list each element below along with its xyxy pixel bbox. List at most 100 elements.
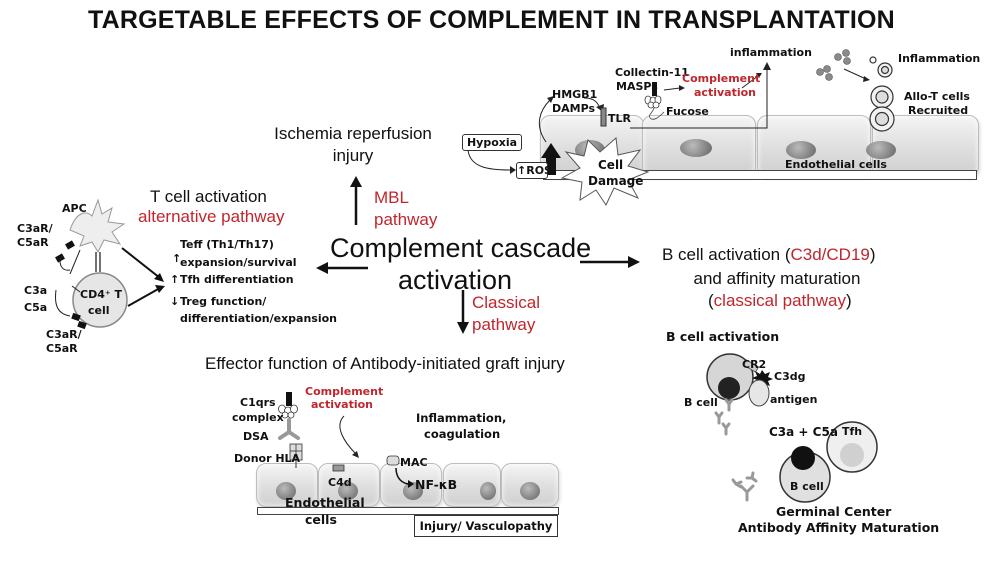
- mbl-pathway-label-1: MBL: [374, 188, 409, 207]
- hmgb1-label: HMGB1: [552, 88, 598, 101]
- paren: ): [869, 245, 876, 264]
- c4d-icon: [332, 464, 345, 472]
- antigen-label: antigen: [770, 393, 818, 406]
- cell-damage-label-2: Damage: [588, 174, 644, 188]
- dsa-label: DSA: [243, 430, 269, 443]
- ros-up-arrow: ↑: [517, 164, 527, 177]
- nucleus: [786, 141, 816, 159]
- b-cell-heading-1: B cell activation (C3d/CD19): [662, 244, 876, 266]
- nucleus: [338, 482, 358, 500]
- b-cell-germinal-label: B cell: [790, 480, 824, 493]
- complement-activation-label-2: activation: [694, 86, 756, 99]
- allo-t-cells-label-2: Recruited: [908, 104, 969, 117]
- effect-line: Tfh differentiation: [180, 273, 294, 286]
- cd4-t-cell: [72, 272, 128, 328]
- paren: ): [845, 291, 852, 310]
- complement-activation-label-1: Complement: [682, 72, 761, 85]
- c3d-cd19-label: C3d/CD19: [790, 245, 870, 264]
- tlr-to-inflammation-line: [630, 68, 768, 129]
- fucose-label: Fucose: [666, 105, 709, 118]
- ros-box: ↑ROS: [516, 162, 552, 179]
- b-cell-heading-text: B cell activation (: [662, 245, 791, 264]
- tcell-to-effects-arrow: [127, 287, 161, 307]
- c3a-label: C3a: [24, 284, 48, 297]
- b-cell-heading-2: and affinity maturation: [693, 269, 861, 288]
- nucleus: [520, 482, 540, 500]
- hypoxia-box: Hypoxia: [462, 134, 522, 151]
- complement-activation-label-1: Complement: [305, 385, 384, 398]
- effect-arrow: ↑: [172, 252, 182, 265]
- ischemia-heading-2: injury: [332, 146, 374, 165]
- hypoxia-arrow: [467, 149, 511, 171]
- cell-damage-label-1: Cell: [598, 158, 624, 172]
- cr2-label: CR2: [742, 358, 767, 371]
- nucleus: [480, 482, 496, 500]
- c3ar-top-label: C3aR/: [17, 222, 53, 235]
- nucleus: [680, 139, 712, 157]
- ros-label: ROS: [526, 164, 552, 177]
- mac-label: MAC: [400, 456, 428, 469]
- ischemia-heading-1: Ischemia reperfusion: [274, 124, 432, 143]
- classical-pathway-label-2: pathway: [472, 315, 536, 334]
- tfh-label: Tfh: [842, 425, 863, 438]
- inflammation-coagulation-label-2: coagulation: [424, 427, 501, 441]
- masps-label: MASPs: [616, 80, 658, 93]
- apc-cell: [69, 198, 126, 254]
- cd4-t-cell-label-1: CD4⁺ T: [80, 288, 122, 301]
- endothelial-cells-label: Endothelial cells: [785, 158, 887, 171]
- c4d-label: C4d: [328, 476, 352, 489]
- allo-t-cells: [869, 56, 895, 132]
- inflammatory-cytokine-dots: [816, 49, 851, 81]
- germinal-center-label: Germinal Center: [776, 504, 892, 519]
- dsa-antibody-icon: [278, 418, 300, 440]
- collectin-stalk: [652, 82, 657, 96]
- donor-hla-label: Donor HLA: [234, 452, 301, 465]
- apc-to-effects-arrow: [121, 247, 161, 279]
- effect-arrow: ↑: [170, 273, 180, 286]
- effect-line: expansion/survival: [180, 256, 297, 269]
- effect-arrow: ↓: [170, 295, 180, 308]
- complex-label: complex: [232, 411, 284, 424]
- c5a-label: C5a: [24, 301, 48, 314]
- c3dg-label: C3dg: [774, 370, 806, 383]
- effect-line: Treg function/: [180, 295, 267, 308]
- tlr-receptor: [600, 107, 607, 127]
- antigen: [748, 379, 770, 407]
- b-cell-label: B cell: [684, 396, 718, 409]
- affinity-maturation-label: Antibody Affinity Maturation: [738, 520, 940, 535]
- complement-cascade-title-1: Complement cascade: [330, 233, 592, 263]
- injury-vasculopathy-box: Injury/ Vasculopathy: [414, 515, 558, 537]
- complement-activation-label-2: activation: [311, 398, 373, 411]
- tlr-label: TLR: [608, 112, 631, 125]
- c1qrs-label: C1qrs: [240, 396, 276, 409]
- collectin-label: Collectin-11: [615, 66, 689, 79]
- mac-icon: [386, 455, 400, 466]
- c5ar-top-label: C5aR: [17, 236, 49, 249]
- cd4-t-cell-label-2: cell: [88, 304, 110, 317]
- inflammation-label-small: inflammation: [730, 46, 812, 59]
- effect-line: differentiation/expansion: [180, 312, 338, 325]
- nf-kb-label: NF-κB: [415, 477, 458, 492]
- masp-flower-icon: [644, 95, 662, 109]
- b-cell-subheading: B cell activation: [666, 329, 780, 344]
- damage-to-hmgb1-arrow: [538, 99, 551, 143]
- page-title: TARGETABLE EFFECTS OF COMPLEMENT IN TRAN…: [88, 6, 895, 34]
- damps-label: DAMPs: [552, 102, 596, 115]
- allo-t-cells-label-1: Allo-T cells: [904, 90, 970, 103]
- complement-cascade-title-2: activation: [397, 265, 513, 295]
- cell-damage-burst: [560, 136, 650, 207]
- t-cell-heading: T cell activation: [150, 187, 267, 206]
- endothelial-cells-label-1: Endothelial: [285, 495, 365, 510]
- antibody-icons: [714, 398, 758, 502]
- basement-membrane: [257, 507, 559, 515]
- c3a-c5a-label: C3a + C5a: [769, 425, 838, 439]
- c1qrs-complex-icon: [278, 404, 298, 419]
- endothelial-cells-label-2: cells: [305, 512, 337, 527]
- b-cell-heading-3: (classical pathway): [708, 290, 852, 312]
- classical-pathway-label: classical pathway: [713, 291, 846, 310]
